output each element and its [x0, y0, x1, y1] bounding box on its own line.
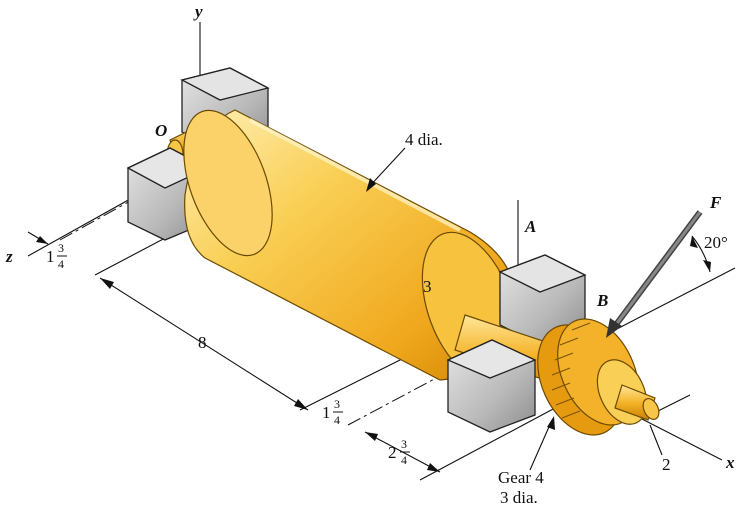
- leader-arrow: [366, 178, 376, 192]
- dim-arrow: [427, 463, 440, 472]
- svg-text:4: 4: [334, 413, 340, 427]
- left-offset-fraction: 1 3 4: [46, 241, 67, 271]
- leader-arrow: [547, 416, 555, 430]
- svg-text:3: 3: [334, 397, 340, 411]
- shaft-end-length-label: 2: [662, 455, 671, 474]
- dim-arrow: [294, 399, 308, 410]
- force-f-arrow: [606, 210, 703, 338]
- point-b-label: B: [596, 291, 608, 310]
- angle-arrow: [690, 236, 698, 248]
- force-angle-label: 20°: [704, 233, 728, 252]
- gear-4: [537, 318, 660, 436]
- force-f-label: F: [709, 193, 722, 212]
- roller-left-face: [183, 109, 273, 257]
- angle-arrow: [703, 260, 711, 272]
- svg-text:4: 4: [401, 453, 407, 467]
- length-8-label: 8: [198, 333, 207, 352]
- z-axis-label: z: [5, 247, 13, 266]
- point-a-label: A: [524, 217, 536, 236]
- gear-diameter-label: 3 dia.: [500, 488, 538, 507]
- dim-arrow: [36, 236, 48, 244]
- gear-offset-fraction: 2 3 4: [388, 437, 410, 467]
- bearing-a-bottom: [446, 339, 537, 433]
- dim-arrow: [100, 278, 114, 289]
- dim-arrow: [365, 432, 378, 441]
- roller-end-label: 3: [423, 277, 432, 296]
- svg-text:2: 2: [388, 443, 397, 462]
- gear-leader: [529, 419, 553, 471]
- shaft-end-leader: [649, 424, 663, 456]
- x-axis-line: [639, 417, 723, 461]
- svg-text:1: 1: [46, 247, 55, 266]
- right-offset-fraction: 1 3 4: [322, 397, 343, 427]
- gear-extension-line: [419, 407, 556, 481]
- roller-diameter-leader: [367, 147, 406, 189]
- right-extension-line: [299, 349, 421, 411]
- svg-text:4: 4: [58, 257, 64, 271]
- roller-diameter-label: 4 dia.: [405, 130, 443, 149]
- force-reference-line: [614, 267, 736, 331]
- gear-name-label: Gear 4: [498, 468, 544, 487]
- x-axis-label: x: [725, 453, 735, 472]
- svg-text:3: 3: [58, 241, 64, 255]
- point-o-label: O: [155, 121, 167, 140]
- center-line-a: [347, 359, 471, 426]
- length-8-dimline: [99, 277, 309, 411]
- svg-text:3: 3: [401, 437, 407, 451]
- y-axis-label: y: [193, 2, 203, 21]
- svg-text:1: 1: [322, 403, 331, 422]
